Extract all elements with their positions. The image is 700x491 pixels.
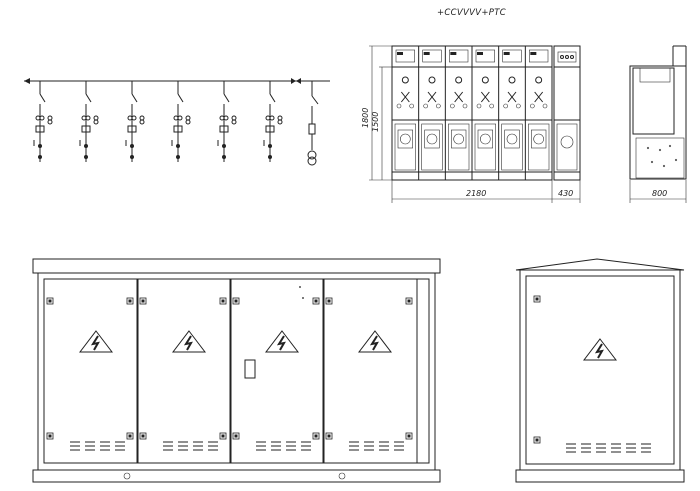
switchgear-panel-6 (524, 46, 550, 180)
feeder-group (33, 81, 283, 162)
door-handle (244, 359, 256, 379)
high-voltage-warning-icon (171, 330, 207, 353)
transformer-feeder (307, 81, 319, 166)
high-voltage-warning-icon (582, 338, 618, 361)
feeder-2 (79, 81, 99, 162)
enclosure-front-view (32, 258, 441, 483)
single-line-schematic (24, 78, 330, 166)
enclosure-base (32, 469, 441, 483)
switchgear-side-view: 800 (629, 45, 687, 203)
busbar-coupling-icon (291, 78, 296, 84)
feeder-3 (125, 81, 145, 162)
dim-height-inner: 1500 (371, 112, 380, 132)
dim-width-main: 2180 (466, 189, 486, 198)
feeder-4 (171, 81, 191, 162)
switchgear-panel-3 (444, 46, 470, 180)
dim-depth: 800 (652, 189, 667, 198)
dim-height-total: 1800 (361, 108, 370, 128)
busbar-arrow-icon (24, 78, 30, 84)
enclosure-side-view (515, 258, 685, 483)
side-roof (515, 258, 685, 271)
dim-width-extra: 430 (558, 189, 573, 198)
switchgear-panel-2 (418, 46, 443, 180)
feeder-5 (217, 81, 237, 162)
high-voltage-warning-icon (264, 330, 300, 353)
drawing-title: +CCVVVV+PTC (437, 8, 506, 18)
switchgear-front-view: 1800 1500 2180 430 (361, 45, 581, 203)
switchgear-panel-4 (471, 46, 496, 180)
high-voltage-warning-icon (78, 330, 114, 353)
enclosure-door-1[interactable] (43, 278, 139, 464)
enclosure-door-3[interactable] (229, 278, 325, 464)
switchgear-panel-1 (394, 49, 416, 171)
side-frame (629, 65, 687, 180)
switchgear-panel-5 (498, 46, 523, 180)
enclosure-roof (32, 258, 441, 274)
enclosure-door-2[interactable] (136, 278, 232, 464)
enclosure-door-4[interactable] (322, 278, 418, 464)
enclosure-side-door[interactable] (533, 295, 651, 453)
transformer-icon (307, 150, 317, 160)
high-voltage-warning-icon (357, 330, 393, 353)
feeder-6 (263, 81, 283, 162)
metering-panel (553, 45, 581, 181)
feeder-1 (33, 81, 53, 162)
